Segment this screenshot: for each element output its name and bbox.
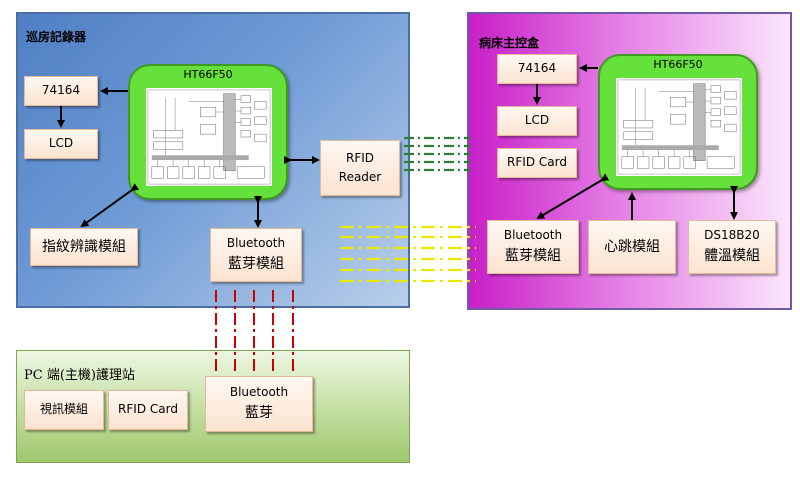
temperature-module-label-2: 體溫模組: [704, 248, 760, 265]
station-bluetooth-label-2: 藍芽: [245, 405, 273, 422]
schematic-image: [147, 89, 271, 185]
patrol-lcd-block: LCD: [24, 129, 98, 159]
rfid-reader-label-2: Reader: [338, 170, 382, 184]
bedside-bluetooth-block: Bluetooth 藍芽模組: [487, 220, 579, 274]
patrol-mcu-schematic: [146, 88, 272, 186]
heartbeat-module-label: 心跳模組: [604, 238, 660, 255]
fingerprint-module-label: 指紋辨識模組: [42, 238, 126, 255]
patrol-recorder-title: 巡房記錄器: [26, 30, 87, 44]
bedside-lcd-label: LCD: [524, 113, 550, 128]
bedside-mcu-schematic: [616, 78, 742, 176]
fingerprint-module-block: 指紋辨識模組: [30, 228, 138, 266]
bedside-bluetooth-label-1: Bluetooth: [503, 228, 563, 243]
patrol-bluetooth-label-1: Bluetooth: [226, 236, 286, 251]
bedside-rfid-card-label: RFID Card: [507, 155, 567, 170]
temperature-module-block: DS18B20 體溫模組: [688, 220, 776, 274]
bedside-mcu-block: HT66F50: [598, 54, 758, 190]
video-module-block: 視訊模組: [24, 390, 104, 430]
patrol-74164-block: 74164: [24, 76, 98, 106]
rfid-reader-block: RFID Reader: [320, 140, 400, 196]
nurse-station-title: PC 端(主機)護理站: [24, 368, 135, 383]
bedside-box-title: 病床主控盒: [479, 36, 540, 50]
patrol-bluetooth-block: Bluetooth 藍芽模組: [210, 228, 302, 282]
patrol-mcu-label: HT66F50: [183, 68, 233, 81]
bedside-lcd-block: LCD: [497, 106, 577, 136]
video-module-label: 視訊模組: [39, 402, 88, 417]
bedside-74164-block: 74164: [497, 54, 577, 84]
bedside-bluetooth-label-2: 藍芽模組: [505, 248, 561, 265]
bedside-mcu-label: HT66F50: [653, 58, 703, 71]
station-rfid-card-label: RFID Card: [118, 402, 178, 417]
patrol-mcu-block: HT66F50: [128, 64, 288, 200]
rfid-wireless-link: [404, 136, 470, 172]
patrol-bluetooth-label-2: 藍芽模組: [228, 256, 284, 273]
patrol-lcd-label: LCD: [48, 136, 74, 151]
temperature-module-label-1: DS18B20: [704, 228, 760, 243]
patrol-74164-label: 74164: [41, 83, 81, 98]
heartbeat-module-block: 心跳模組: [588, 220, 676, 274]
bedside-rfid-card-block: RFID Card: [497, 148, 577, 178]
rfid-reader-label-1: RFID: [345, 150, 375, 165]
station-rfid-card-block: RFID Card: [108, 390, 188, 430]
bedside-74164-label: 74164: [517, 61, 557, 76]
station-bluetooth-block: Bluetooth 藍芽: [205, 376, 313, 432]
schematic-image: [617, 79, 741, 175]
station-bluetooth-label-1: Bluetooth: [229, 385, 289, 400]
